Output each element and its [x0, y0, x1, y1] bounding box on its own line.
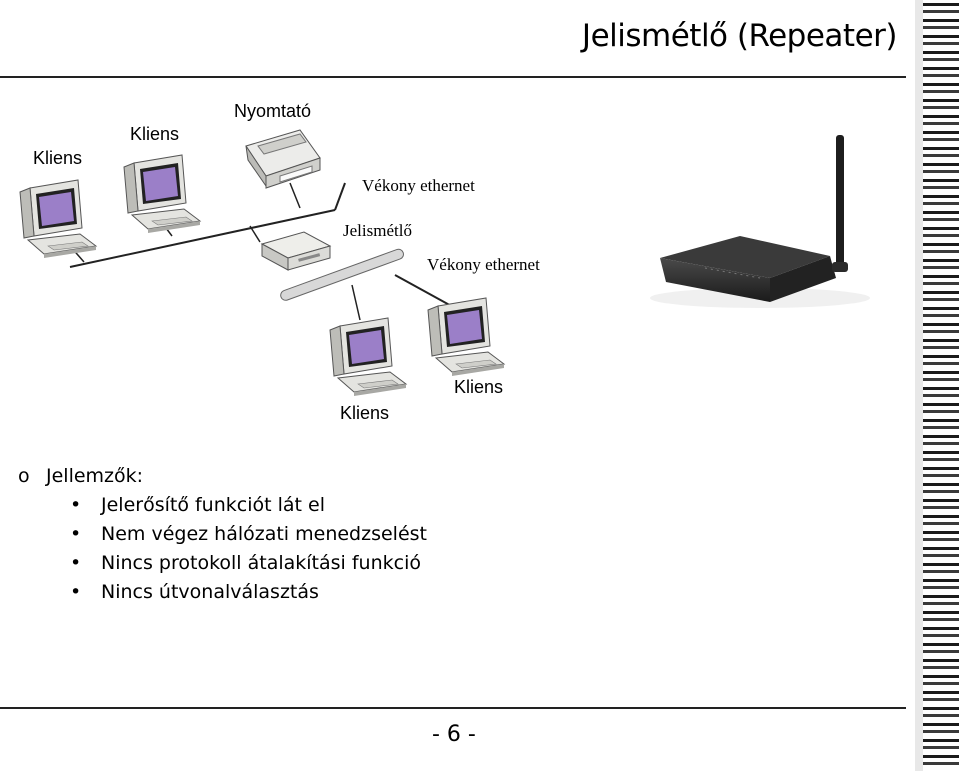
bullet-icon: •	[70, 581, 82, 603]
thin-ethernet-label-2: Vékony ethernet	[427, 255, 540, 274]
client-computer-3	[329, 317, 407, 397]
repeater-device	[260, 231, 332, 271]
bullet-icon: •	[70, 523, 82, 545]
list-item: • Nem végez hálózati menedzselést	[18, 520, 427, 549]
repeater-label: Jelismétlő	[343, 221, 412, 240]
client-computer-2	[123, 154, 201, 234]
page-title: Jelismétlő (Repeater)	[581, 18, 898, 54]
client-label-2: Kliens	[130, 124, 180, 144]
network-diagram	[19, 129, 870, 397]
client-label-1: Kliens	[33, 148, 83, 168]
list-item: • Nincs útvonalválasztás	[18, 578, 427, 607]
list-item: • Nincs protokoll átalakítási funkció	[18, 549, 427, 578]
printer-device	[245, 129, 321, 189]
decorative-border	[915, 0, 959, 771]
page-number: - 6 -	[432, 722, 476, 747]
client-label-3: Kliens	[340, 403, 390, 423]
circle-bullet: o	[18, 465, 30, 487]
client-computer-4	[427, 297, 505, 377]
thin-ethernet-label-1: Vékony ethernet	[362, 176, 475, 195]
router-image	[650, 135, 870, 308]
client-computer-1	[19, 179, 97, 259]
list-item: • Jelerősítő funkciót lát el	[18, 491, 427, 520]
top-divider	[0, 76, 906, 78]
features-heading: o Jellemzők:	[18, 462, 427, 491]
printer-label: Nyomtató	[234, 101, 312, 121]
client-label-4: Kliens	[454, 377, 504, 397]
bullet-icon: •	[70, 552, 82, 574]
bullet-icon: •	[70, 494, 82, 516]
features-heading-text: Jellemzők:	[46, 465, 144, 487]
bottom-divider	[0, 707, 906, 709]
features-list: o Jellemzők: • Jelerősítő funkciót lát e…	[18, 462, 427, 607]
